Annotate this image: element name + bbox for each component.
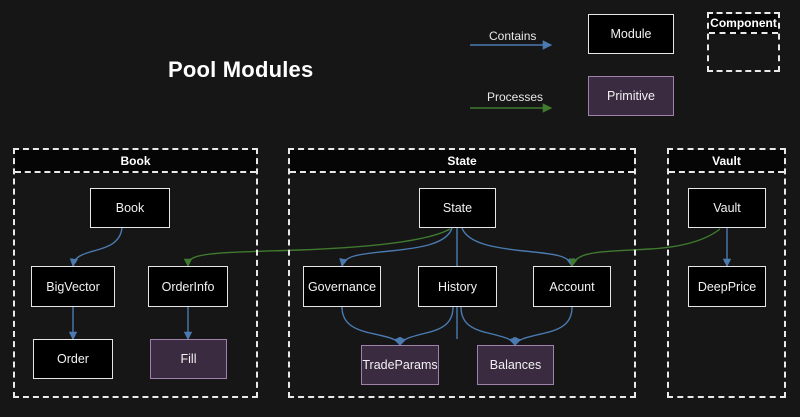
legend-shape-primitive-label: Primitive [607,89,655,103]
node-history-label: History [438,279,477,294]
legend-shape-component-label: Component [710,16,777,30]
node-deepprice-label: DeepPrice [697,279,757,294]
node-vault-label: Vault [713,201,741,215]
legend-shape-component-label-bar: Component [709,14,778,34]
node-state[interactable]: State [419,188,496,228]
legend-label-contains: Contains [489,29,537,43]
node-governance[interactable]: Governance [303,266,381,307]
cluster-vault-label-bar: Vault [669,150,784,173]
node-balances-label: Balances [489,358,542,372]
node-bigvector-label: BigVector [46,279,100,294]
page-title: Pool Modules [168,57,314,82]
legend-shape-component [707,12,780,72]
node-order[interactable]: Order [33,339,113,379]
legend-label-processes: Processes [487,90,544,104]
node-orderinfo[interactable]: OrderInfo [148,266,228,307]
cluster-vault [667,148,786,398]
node-tradeparams[interactable]: TradeParams [361,345,439,385]
legend-shape-module-label: Module [610,27,652,41]
cluster-book-label-bar: Book [15,150,256,173]
node-book-label: Book [115,201,145,215]
node-tradeparams-label: TradeParams [362,358,438,372]
node-vault[interactable]: Vault [688,188,766,228]
legend-shape-module: Module [588,14,674,54]
cluster-state [288,148,636,398]
node-account[interactable]: Account [533,266,611,307]
node-book[interactable]: Book [90,188,170,228]
legend-shape-primitive: Primitive [588,76,674,116]
node-fill-label: Fill [180,352,197,366]
cluster-book [13,148,258,398]
node-fill[interactable]: Fill [150,339,227,379]
cluster-state-label-bar: State [290,150,634,173]
node-balances[interactable]: Balances [477,345,554,385]
node-state-label: State [442,201,473,215]
node-governance-label: Governance [307,279,377,294]
cluster-vault-label: Vault [712,153,741,168]
node-account-label: Account [549,279,595,294]
node-order-label: Order [57,352,89,366]
cluster-state-label: State [447,153,477,168]
node-deepprice[interactable]: DeepPrice [688,266,766,307]
node-orderinfo-label: OrderInfo [161,279,215,294]
node-bigvector[interactable]: BigVector [31,266,115,307]
cluster-book-label: Book [120,153,151,168]
node-history[interactable]: History [418,266,497,307]
